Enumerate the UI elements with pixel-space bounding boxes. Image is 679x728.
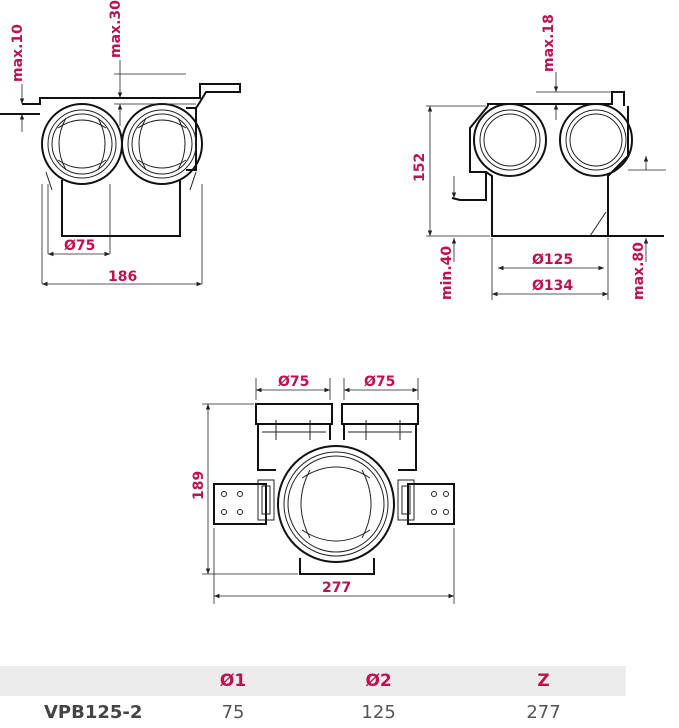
- side-dia134-label: Ø134: [532, 278, 573, 294]
- side-view: [426, 72, 666, 300]
- front-max30-label: max.30: [108, 0, 124, 58]
- front-max10-label: max.10: [10, 24, 26, 82]
- spec-cell-d1: 75: [221, 701, 245, 723]
- spec-header-row: Ø1 Ø2 Z: [0, 666, 626, 696]
- spec-cell-d2: 125: [361, 701, 396, 723]
- side-h152-label: 152: [412, 153, 428, 182]
- front-width186-label: 186: [108, 269, 137, 285]
- side-min40-label: min.40: [439, 246, 455, 300]
- spec-header-d1: Ø1: [170, 666, 297, 696]
- spec-header-d2: Ø2: [296, 666, 462, 696]
- technical-drawing: Ø75 186 max.10 max.30: [0, 0, 666, 604]
- side-max80-label: max.80: [631, 242, 647, 300]
- front-view: [0, 60, 241, 287]
- front-dia75-label: Ø75: [64, 238, 95, 254]
- spec-header-z: Z: [461, 666, 626, 696]
- top-dia75a-label: Ø75: [278, 374, 309, 390]
- side-dia125-label: Ø125: [532, 252, 573, 268]
- table-row: VPB125-2 75 125 277: [0, 696, 626, 728]
- top-view: [202, 378, 455, 604]
- top-h189-label: 189: [191, 471, 207, 500]
- spec-cell-model: VPB125-2: [44, 701, 143, 723]
- side-max18-label: max.18: [541, 14, 557, 72]
- spec-cell-z: 277: [526, 701, 561, 723]
- spec-header-model: [0, 666, 170, 696]
- spec-table: Ø1 Ø2 Z VPB125-2 75 125 277: [0, 666, 626, 728]
- top-width277-label: 277: [322, 580, 351, 596]
- top-dia75b-label: Ø75: [364, 374, 395, 390]
